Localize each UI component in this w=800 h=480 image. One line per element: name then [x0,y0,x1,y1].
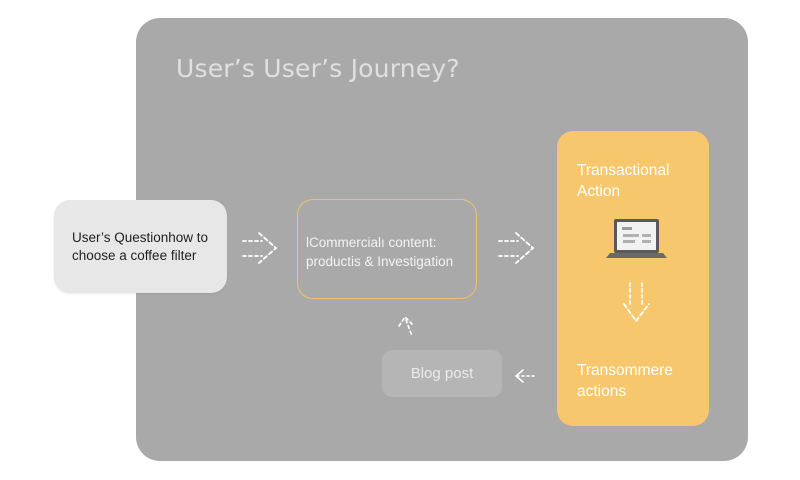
commercial-content-text: lCommercialı content: productis & Invest… [306,235,454,269]
transommere-actions-text: Transommere actions [577,362,673,400]
dashed-arrow-right-icon [242,232,278,264]
dashed-arrow-up-icon [398,315,413,337]
dashed-arrow-left-icon [514,369,537,383]
blog-post-label: Blog post [410,365,474,382]
dashed-arrow-down-icon [623,282,650,323]
diagram-title: User’s User’s Journey? [176,54,460,83]
laptop-icon [606,219,667,258]
commercial-content-box [297,199,477,299]
transactional-action-box [557,131,709,426]
dashed-arrow-right-icon [498,232,535,264]
blog-post-box: Blog post [382,350,502,397]
transactional-action-title: Transactional Action [577,162,670,200]
user-question-box [54,200,227,293]
user-question-text: User’s Questionhow to choose a coffee fi… [72,230,209,263]
